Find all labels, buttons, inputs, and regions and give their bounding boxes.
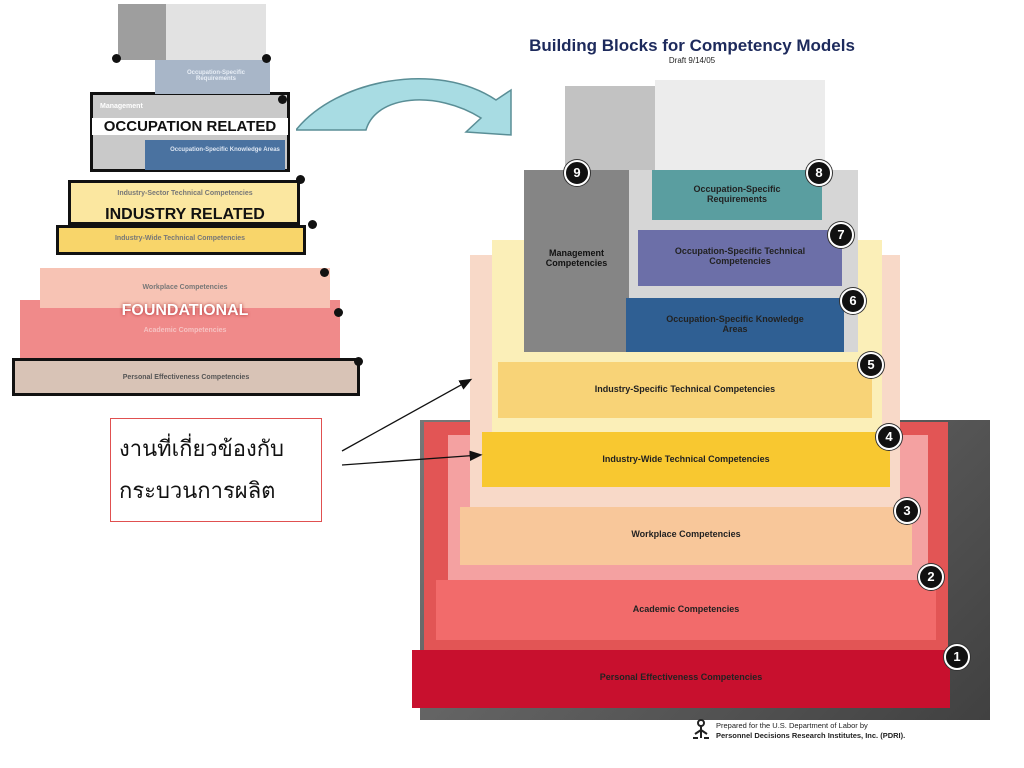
tier-8-badge: 8 (806, 160, 832, 186)
tier-7-label: Occupation-Specific Technical Competenci… (674, 246, 806, 266)
connector-dot (308, 220, 317, 229)
tier-5-badge: 5 (858, 352, 884, 378)
tier-6-label: Occupation-Specific Knowledge Areas (666, 314, 804, 334)
tier-7-block: Occupation-Specific Technical Competenci… (638, 230, 842, 286)
connector-dot (354, 357, 363, 366)
tier-8-block: Occupation-Specific Requirements (652, 170, 822, 220)
small-industry-sector-label: Industry-Sector Technical Competencies (117, 190, 253, 197)
tier-6-badge: 6 (840, 288, 866, 314)
connector-dot (320, 268, 329, 277)
tier-8-top (655, 80, 825, 170)
diagram-title: Building Blocks for Competency Models (529, 36, 855, 55)
small-occ-knowledge (145, 140, 285, 170)
small-industry-band (56, 225, 306, 255)
small-personal-label: Personal Effectiveness Competencies (122, 374, 250, 381)
small-management-label: Management (100, 103, 143, 110)
competency-pyramid: Personal Effectiveness Competencies Acad… (400, 70, 1000, 730)
tier-2-block: Academic Competencies (436, 580, 936, 640)
small-workplace-layer (40, 268, 330, 308)
small-academic-layer (20, 300, 340, 358)
tier-8-label: Occupation-Specific Requirements (693, 184, 781, 204)
curved-arrow-icon (296, 77, 512, 136)
small-foundational-label: FOUNDATIONAL (121, 302, 249, 319)
tier-4-badge: 4 (876, 424, 902, 450)
tier-3-label: Workplace Competencies (631, 529, 741, 539)
small-industry-sector-band (68, 180, 300, 225)
tier-7-badge: 7 (828, 222, 854, 248)
small-top-block-shade (118, 4, 166, 60)
connector-dot (334, 308, 343, 317)
connector-dot (296, 175, 305, 184)
tier-4-label: Industry-Wide Technical Competencies (602, 454, 770, 464)
annotation-line-2: กระบวนการผลิต (119, 479, 276, 504)
tier-1-label: Personal Effectiveness Competencies (599, 672, 763, 682)
tier-4-block: Industry-Wide Technical Competencies (482, 432, 890, 487)
small-industry-related-label: INDUSTRY RELATED (105, 206, 265, 223)
annotation-box: งานที่เกี่ยวข้องกับ กระบวนการผลิต (110, 418, 322, 522)
small-occ-knowledge-label: Occupation-Specific Knowledge Areas (170, 147, 280, 153)
tier-1-badge: 1 (944, 644, 970, 670)
small-occupation-related-label: OCCUPATION RELATED (92, 118, 288, 135)
tier-1-block: Personal Effectiveness Competencies (412, 650, 950, 708)
small-pyramid: Management Occupation-Specific Requireme… (0, 0, 370, 400)
footer-line-1: Prepared for the U.S. Department of Labo… (716, 721, 868, 730)
small-occ-req-label: Occupation-Specific Requirements (186, 70, 245, 82)
pdri-logo-icon (693, 719, 709, 739)
tier-5-block: Industry-Specific Technical Competencies (498, 362, 872, 418)
connector-dot (112, 54, 121, 63)
small-industry-wide-label: Industry-Wide Technical Competencies (114, 235, 246, 242)
footer-line-2: Personnel Decisions Research Institutes,… (716, 731, 906, 740)
tier-9-label: Management Competencies (545, 248, 608, 268)
connector-dot (262, 54, 271, 63)
small-occ-req (155, 58, 270, 94)
tier-6-block: Occupation-Specific Knowledge Areas (626, 298, 844, 352)
tier-2-badge: 2 (918, 564, 944, 590)
tier-3-block: Workplace Competencies (460, 507, 912, 565)
tier-9-badge: 9 (564, 160, 590, 186)
tier-2-label: Academic Competencies (632, 604, 740, 614)
tier-5-label: Industry-Specific Technical Competencies (594, 384, 776, 394)
tier-9-top (565, 86, 655, 170)
tier-3-badge: 3 (894, 498, 920, 524)
pointer-arrow-icon (341, 378, 483, 466)
annotation-line-1: งานที่เกี่ยวข้องกับ (119, 437, 284, 462)
small-academic-label: Academic Competencies (143, 327, 227, 334)
diagram-draft-date: Draft 9/14/05 (668, 56, 716, 65)
small-workplace-label: Workplace Competencies (142, 284, 228, 291)
tier-9-block: Management Competencies (524, 170, 629, 352)
connector-dot (278, 95, 287, 104)
small-base-layer (12, 358, 360, 396)
